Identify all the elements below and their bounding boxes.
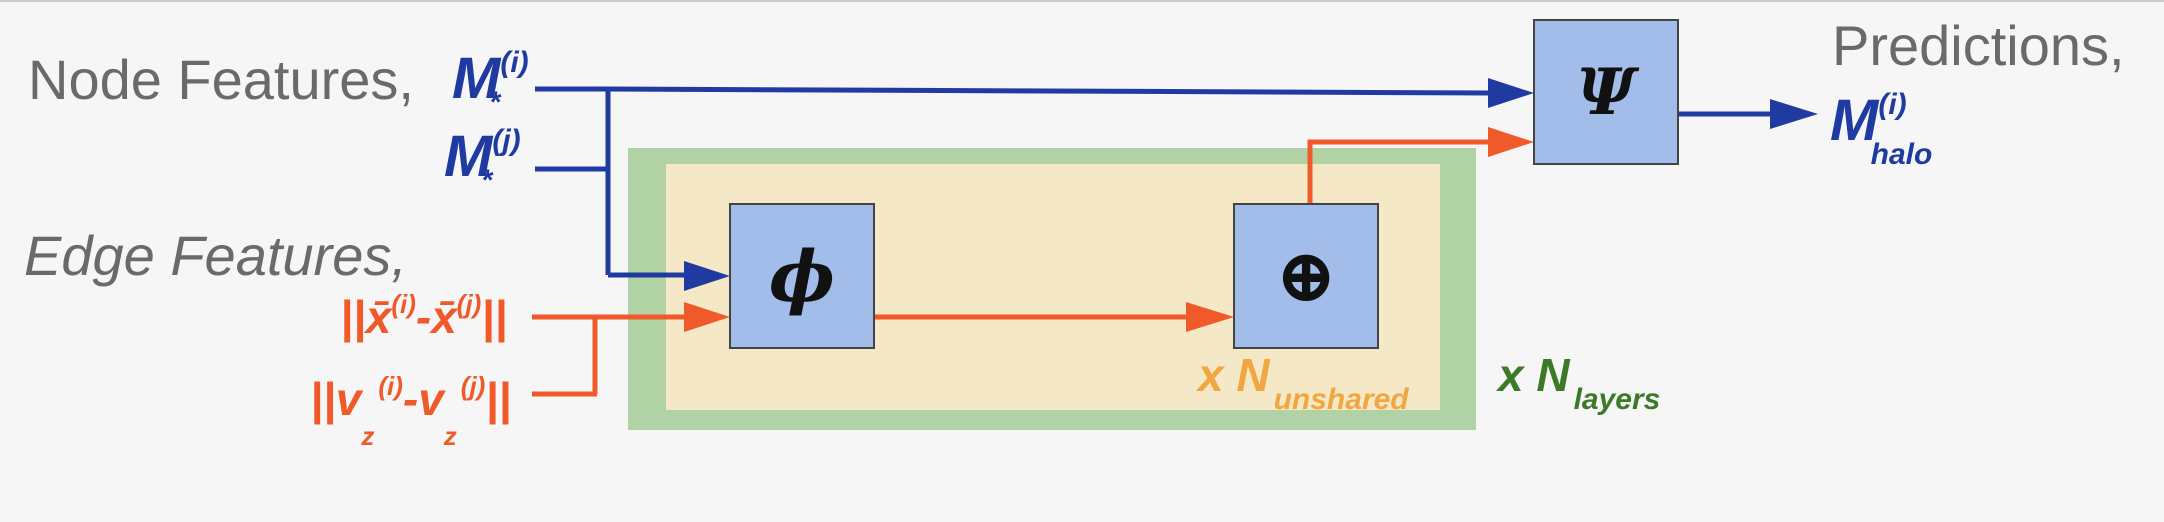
sup-i: (i) [391, 289, 416, 319]
arrow-to-phi-blue [684, 261, 730, 291]
sub-star: * [488, 86, 501, 119]
psi-symbol: Ψ [1576, 54, 1636, 130]
edge-feature-distance: ||x̄(i)-x̄(j)|| [340, 291, 508, 343]
velocity-start: ||v [310, 373, 362, 425]
arrow-to-psi [1488, 78, 1534, 108]
phi-box [729, 203, 875, 349]
n-layers-prefix: x N [1498, 349, 1570, 401]
sup-j: (j) [456, 289, 482, 319]
n-unshared-prefix: x N [1198, 349, 1270, 401]
psi-box [1533, 19, 1679, 165]
arrow-to-phi-orange [684, 302, 730, 332]
arrow-to-aggregate [1186, 302, 1234, 332]
sup-i: (i) [378, 371, 403, 401]
node-feature-m-i: M(i) * [452, 48, 529, 118]
aggregate-box [1233, 203, 1379, 349]
distance-start: ||x̄ [340, 291, 392, 343]
m-symbol: M [444, 124, 493, 189]
predictions-label: Predictions, [1832, 14, 2125, 77]
sup-j: (j) [492, 124, 521, 157]
arrow-aggregate-to-psi [1488, 127, 1534, 157]
prediction-m-halo: M(i) halo [1830, 90, 1932, 170]
n-layers-sub: layers [1573, 383, 1661, 416]
n-unshared-sub: unshared [1273, 383, 1409, 416]
phi-symbol: ϕ [769, 234, 835, 318]
m-symbol: M [452, 46, 501, 111]
arrow-to-prediction [1770, 99, 1818, 129]
node-features-label: Node Features, [28, 48, 414, 111]
sup-i: (i) [1878, 88, 1907, 121]
edge-features-label: Edge Features, [24, 224, 407, 287]
distance-mid: -x̄ [415, 291, 457, 343]
sup-j: (j) [460, 371, 486, 401]
node-feature-edges [535, 86, 1780, 278]
sub-z: z [443, 421, 457, 451]
m-symbol: M [1830, 88, 1879, 153]
sup-i: (i) [500, 46, 529, 79]
edge-feature-edges [532, 139, 1490, 397]
node-feature-m-j: M(j) * [444, 126, 521, 196]
sub-star: * [480, 164, 493, 197]
edge-feature-velocity: ||vz(i)-vz(j)|| [310, 373, 512, 449]
aggregate-symbol: ⊕ [1274, 233, 1337, 319]
velocity-end: || [485, 373, 512, 425]
sub-halo: halo [1870, 138, 1933, 171]
sub-z: z [361, 421, 375, 451]
velocity-mid: -v [402, 373, 444, 425]
distance-end: || [481, 291, 508, 343]
